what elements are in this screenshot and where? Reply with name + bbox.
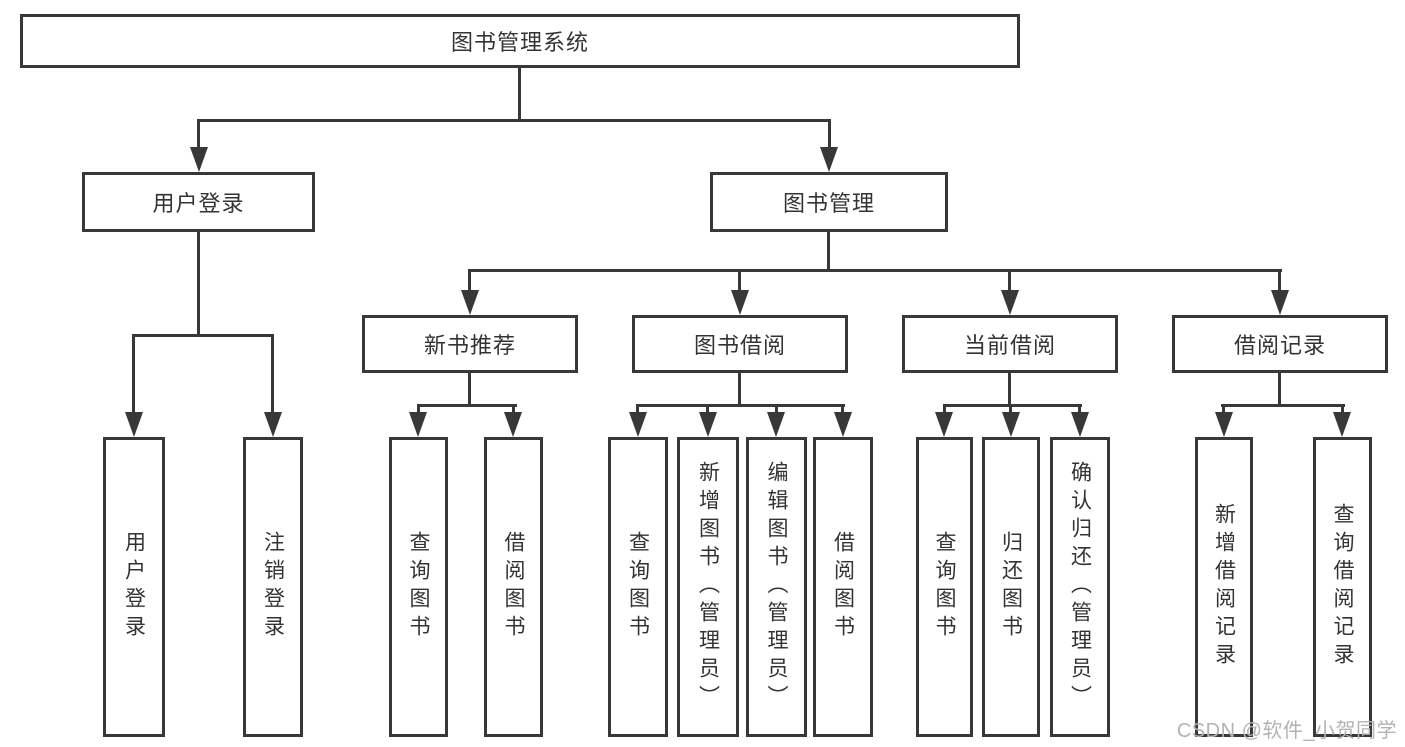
arrow-down-icon: [125, 412, 143, 437]
arrow-down-icon: [767, 412, 785, 437]
leaf-query-books-current: 查询图书: [916, 437, 973, 737]
connector-line: [1341, 404, 1344, 416]
arrow-down-icon: [935, 412, 953, 437]
leaf-query-borrow-record: 查询借阅记录: [1313, 437, 1372, 737]
connector-line: [738, 371, 741, 406]
connector-line: [197, 119, 831, 122]
leaf-query-books-borrow: 查询图书: [608, 437, 668, 737]
leaf-add-books-admin: 新增图书（管理员）: [677, 437, 739, 737]
arrow-down-icon: [1001, 290, 1019, 315]
connector-line: [468, 269, 1282, 272]
connector-line: [1278, 371, 1281, 406]
node-user-login: 用户登录: [82, 172, 315, 232]
node-new-book-recommend: 新书推荐: [362, 315, 578, 373]
connector-line: [1008, 371, 1011, 406]
connector-line: [512, 404, 515, 416]
connector-line: [943, 404, 946, 416]
connector-line: [197, 119, 200, 151]
node-library-system: 图书管理系统: [20, 14, 1020, 68]
arrow-down-icon: [731, 290, 749, 315]
connector-line: [132, 334, 274, 337]
leaf-user-login: 用户登录: [103, 437, 165, 737]
connector-line: [417, 404, 517, 407]
connector-line: [468, 371, 471, 406]
csdn-watermark: CSDN @软件_小贺同学: [1176, 720, 1397, 742]
arrow-down-icon: [461, 290, 479, 315]
node-book-management: 图书管理: [710, 172, 948, 232]
connector-line: [1078, 404, 1081, 416]
connector-line: [132, 334, 135, 414]
arrow-down-icon: [1002, 412, 1020, 437]
connector-line: [827, 230, 830, 272]
connector-line: [468, 269, 471, 293]
leaf-confirm-return-admin: 确认归还（管理员）: [1050, 437, 1110, 737]
connector-line: [841, 404, 844, 416]
arrow-down-icon: [504, 412, 522, 437]
connector-line: [636, 404, 639, 416]
arrow-down-icon: [1071, 412, 1089, 437]
connector-line: [828, 119, 831, 151]
connector-line: [271, 334, 274, 414]
connector-line: [1009, 404, 1012, 416]
connector-line: [1222, 404, 1225, 416]
arrow-down-icon: [699, 412, 717, 437]
leaf-query-books-recommend: 查询图书: [389, 437, 448, 737]
arrow-down-icon: [190, 147, 208, 172]
connector-line: [417, 404, 420, 416]
leaf-borrow-books-recommend: 借阅图书: [484, 437, 543, 737]
leaf-borrow-books: 借阅图书: [813, 437, 873, 737]
connector-line: [636, 404, 845, 407]
connector-line: [1008, 269, 1011, 293]
leaf-logout: 注销登录: [243, 437, 303, 737]
arrow-down-icon: [629, 412, 647, 437]
node-borrow-records: 借阅记录: [1172, 315, 1388, 373]
leaf-return-books: 归还图书: [982, 437, 1040, 737]
connector-line: [775, 404, 778, 416]
arrow-down-icon: [1271, 290, 1289, 315]
leaf-edit-books-admin: 编辑图书（管理员）: [746, 437, 807, 737]
arrow-down-icon: [1215, 412, 1233, 437]
leaf-add-borrow-record: 新增借阅记录: [1195, 437, 1253, 737]
arrow-down-icon: [264, 412, 282, 437]
arrow-down-icon: [834, 412, 852, 437]
connector-line: [738, 269, 741, 293]
connector-line: [518, 66, 521, 122]
connector-line: [1278, 269, 1281, 293]
connector-line: [197, 230, 200, 337]
node-book-borrow: 图书借阅: [632, 315, 848, 373]
arrow-down-icon: [1333, 412, 1351, 437]
connector-line: [706, 404, 709, 416]
arrow-down-icon: [820, 147, 838, 172]
connector-line: [1221, 404, 1345, 407]
arrow-down-icon: [409, 412, 427, 437]
connector-line: [943, 404, 1082, 407]
node-current-borrow: 当前借阅: [902, 315, 1118, 373]
